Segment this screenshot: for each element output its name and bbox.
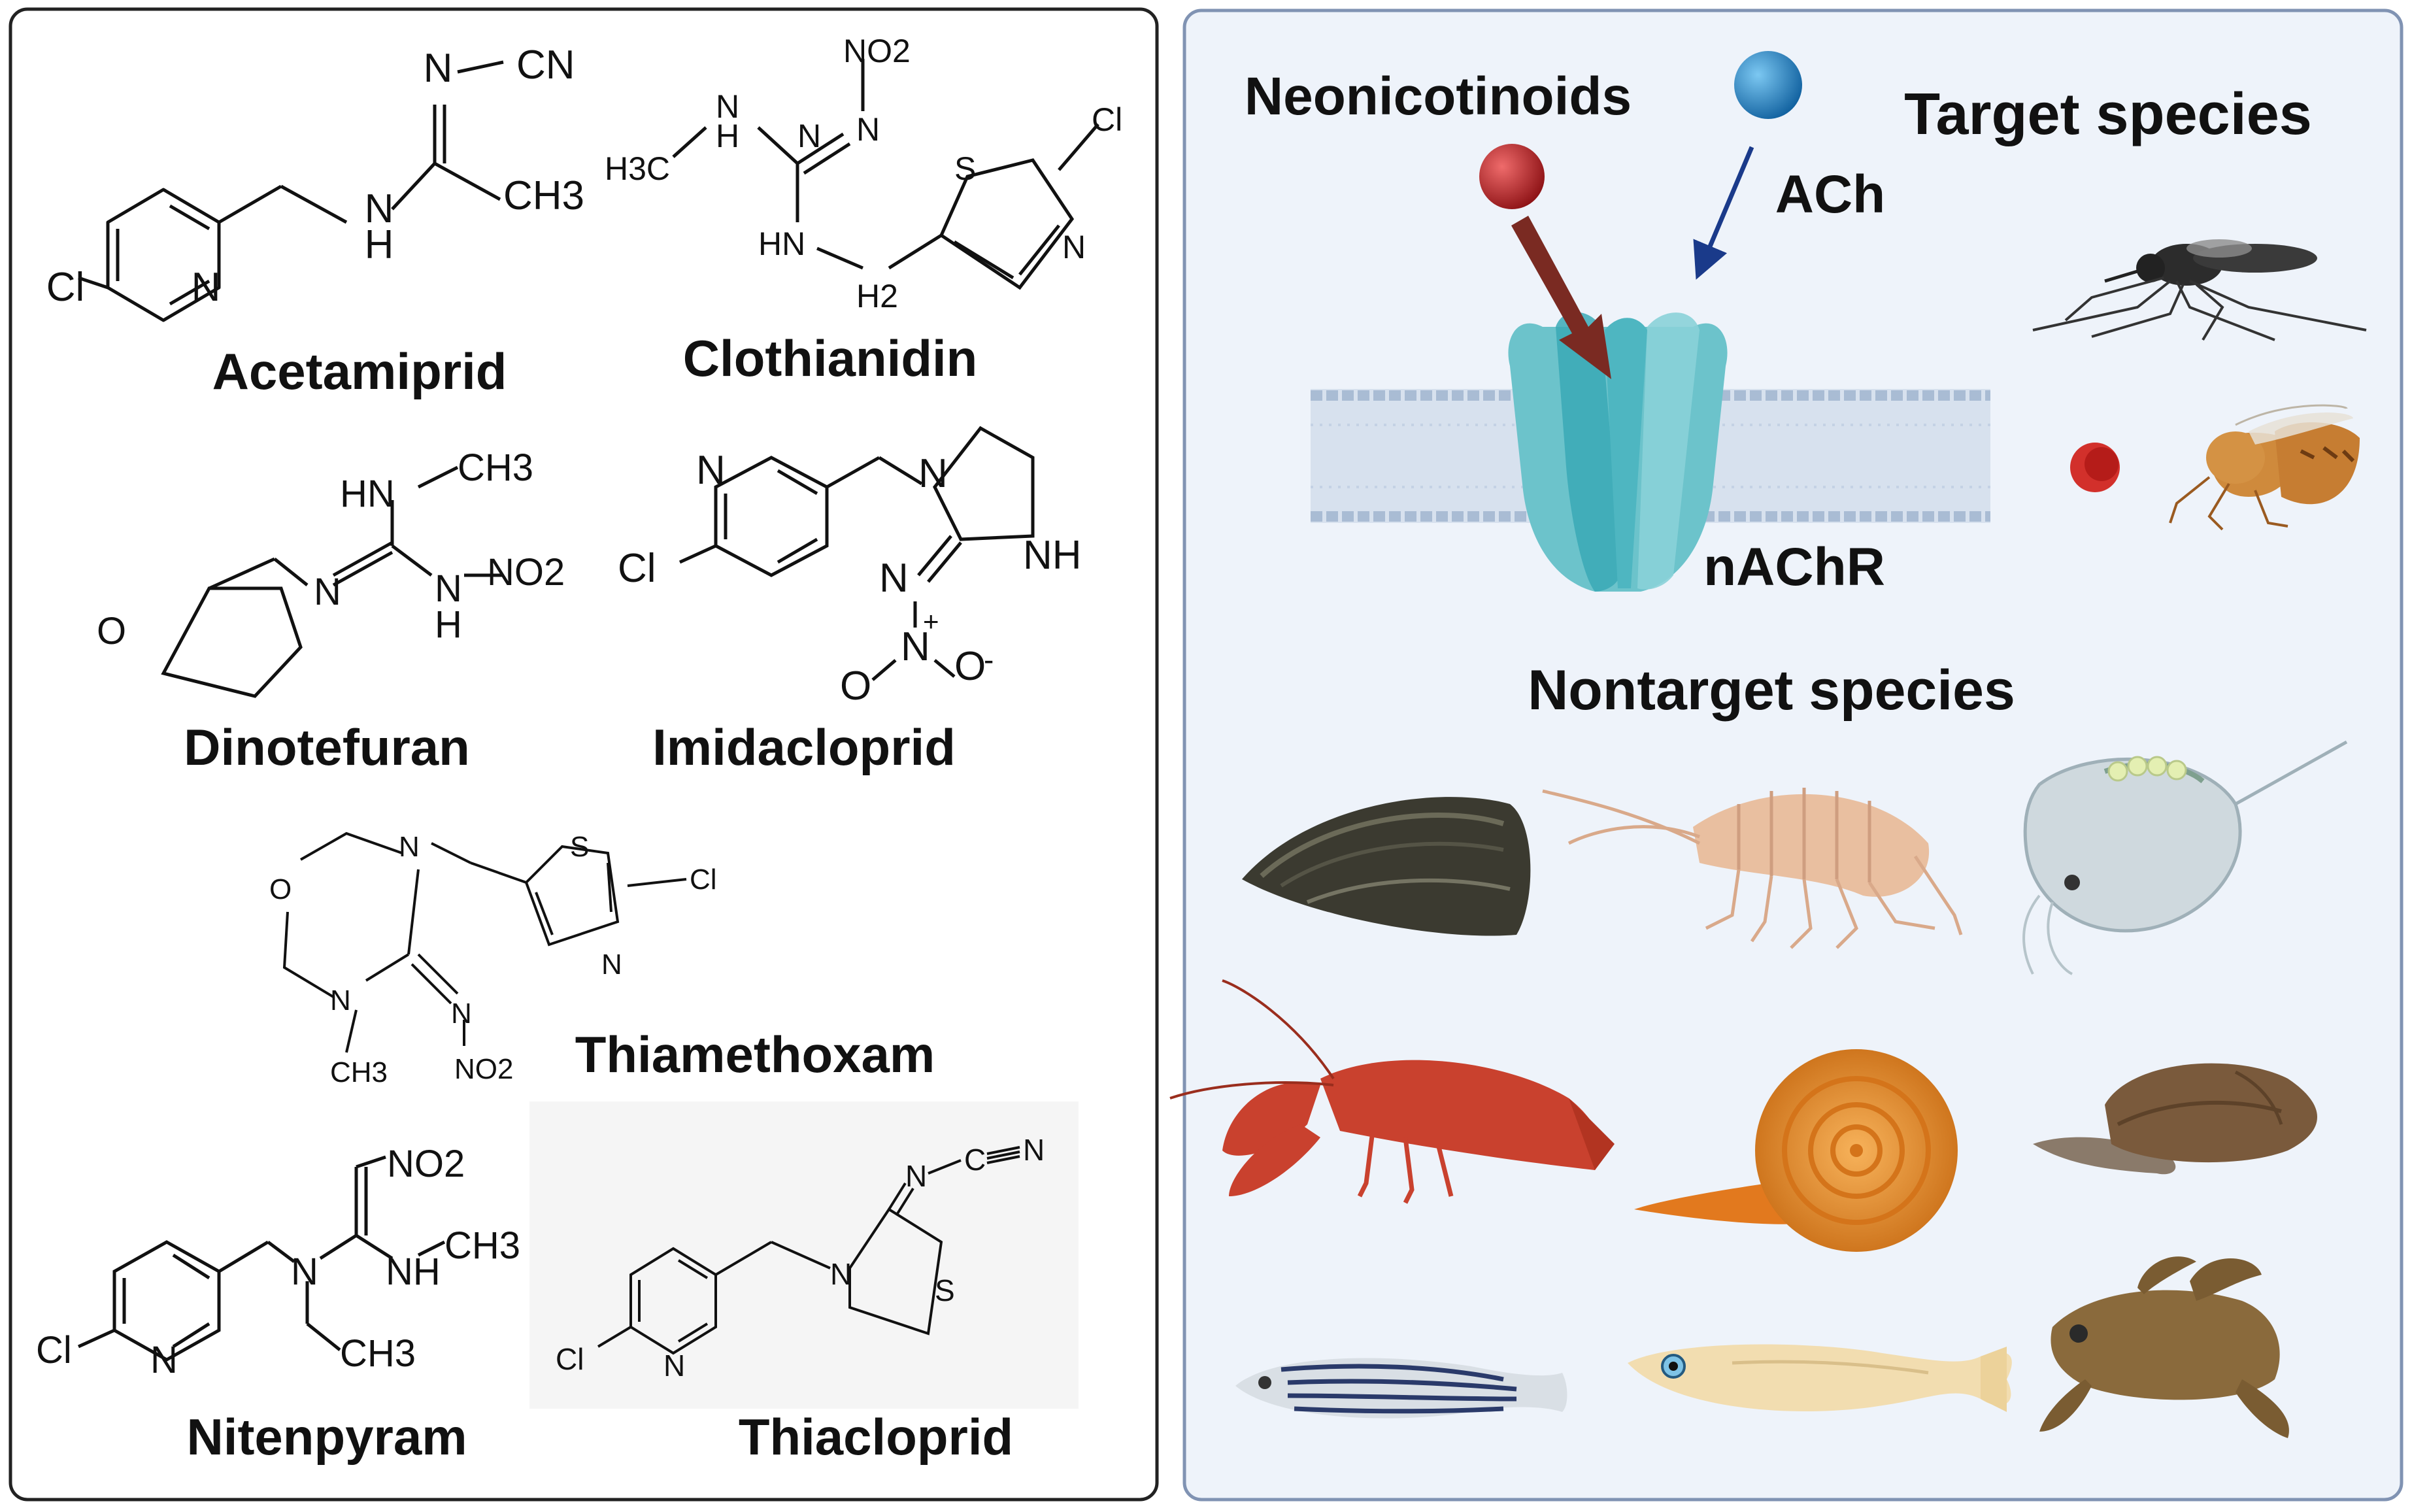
thiacloprid-atom: S [935, 1273, 955, 1307]
acetamiprid-atom: N [192, 265, 221, 310]
dinotefuran-atom: NO2 [487, 551, 565, 594]
thiacloprid-atom: N [905, 1159, 927, 1193]
dinotefuran-atom: N [314, 571, 341, 613]
nitenpyram-atom: CH3 [444, 1224, 520, 1267]
clothianidin-atom: H [716, 118, 739, 154]
clothianidin-atom: N [1062, 229, 1086, 265]
dinotefuran-atom: CH3 [458, 446, 533, 489]
thiamethoxam-atom: S [570, 831, 589, 863]
mussel-icon [1242, 797, 1531, 936]
nontarget-species-heading: Nontarget species [1528, 659, 2015, 722]
dinotefuran-structure [161, 465, 503, 698]
thiacloprid-box [529, 1101, 1079, 1409]
fruit-fly-icon [2070, 404, 2360, 531]
clothianidin-atom: NO2 [843, 33, 911, 69]
compound-name: Dinotefuran [184, 718, 470, 776]
zebrafish-icon [1235, 1358, 1567, 1419]
thiamethoxam-atom: N [601, 949, 622, 981]
thiamethoxam-atom: N [330, 984, 351, 1016]
nitenpyram-atom: NH [386, 1251, 441, 1293]
daphnia-icon [2022, 740, 2348, 975]
mosquito-icon [2032, 239, 2367, 341]
thiamethoxam-structure [282, 832, 687, 1053]
dinotefuran-atom: N [435, 567, 462, 610]
thiamethoxam-atom: CH3 [330, 1056, 388, 1088]
imidacloprid-atom: - [984, 643, 994, 677]
acetamiprid-atom: CH3 [503, 173, 584, 218]
clothianidin-structure [672, 59, 1099, 290]
acetamiprid-atom: H [365, 222, 394, 267]
imidacloprid-atom: N [918, 451, 948, 496]
dinotefuran-atom: HN [340, 473, 395, 515]
clothianidin-atom: N [716, 88, 739, 125]
dinotefuran-atom: O [97, 610, 126, 652]
neonicotinoid-molecule-icon [1479, 144, 1545, 209]
compound-name: Clothianidin [683, 329, 978, 387]
nitenpyram-structure [77, 1155, 446, 1362]
clothianidin-atom: Cl [1092, 101, 1122, 138]
acetamiprid-atom: CN [516, 42, 575, 88]
thiamethoxam-atom: O [269, 873, 292, 905]
compound-name: Thiamethoxam [575, 1026, 935, 1083]
thiacloprid-atom: Cl [556, 1342, 584, 1376]
frog-icon [2039, 1256, 2289, 1438]
target-species-heading: Target species [1904, 82, 2312, 147]
imidacloprid-atom: Cl [618, 546, 656, 591]
nitenpyram-atom: Cl [36, 1329, 72, 1371]
thiamethoxam-atom: N [451, 998, 472, 1030]
imidacloprid-atom: N [901, 624, 930, 669]
medaka-icon [1628, 1344, 2012, 1412]
receptor-label: nAChR [1703, 537, 1885, 597]
nitenpyram-atom: N [291, 1251, 318, 1293]
thiamethoxam-atom: Cl [690, 864, 717, 896]
imidacloprid-atom: NH [1023, 533, 1082, 578]
clothianidin-atom: N [797, 118, 821, 154]
compound-name: Thiacloprid [739, 1408, 1013, 1466]
ach-arrow [1693, 146, 1754, 280]
thiacloprid-structure [597, 1146, 1020, 1355]
ramshorn-snail-icon [1634, 1049, 1958, 1252]
compound-name: Acetamiprid [212, 343, 507, 400]
acetamiprid-atom: Cl [46, 265, 85, 310]
imidacloprid-atom: O [840, 664, 871, 709]
clothianidin-atom: H2 [856, 278, 898, 314]
crayfish-icon [1169, 979, 1615, 1204]
imidacloprid-structure [678, 426, 1035, 681]
imidacloprid-atom: N [879, 556, 909, 601]
thiacloprid-atom: C [964, 1143, 986, 1177]
clothianidin-atom: N [856, 111, 880, 148]
thiacloprid-atom: N [830, 1257, 852, 1291]
clothianidin-atom: H3C [605, 150, 670, 187]
imidacloprid-atom: N [696, 448, 726, 493]
nitenpyram-atom: CH3 [340, 1332, 416, 1375]
ach-molecule-icon [1734, 51, 1802, 119]
thiamethoxam-atom: NO2 [454, 1053, 513, 1085]
compound-name: Imidacloprid [652, 718, 956, 776]
compound-name: Nitenpyram [186, 1408, 467, 1466]
thiacloprid-atom: N [663, 1349, 685, 1383]
amphipod-icon [1542, 788, 1963, 949]
acetamiprid-atom: N [424, 46, 453, 91]
neonicotinoids-label: Neonicotinoids [1245, 67, 1632, 126]
thiamethoxam-atom: N [399, 831, 420, 863]
clothianidin-atom: HN [758, 226, 805, 262]
imidacloprid-atom: + [923, 606, 939, 637]
pond-snail-icon [2033, 1063, 2317, 1175]
thiacloprid-atom: N [1023, 1133, 1045, 1167]
nitenpyram-atom: NO2 [387, 1143, 465, 1185]
acetamiprid-atom: N [365, 186, 394, 231]
imidacloprid-atom: O [954, 644, 986, 689]
ach-label: ACh [1775, 165, 1886, 224]
nachr-receptor [1508, 312, 1728, 592]
nitenpyram-atom: N [150, 1339, 178, 1381]
clothianidin-atom: S [954, 150, 976, 187]
dinotefuran-atom: H [435, 603, 462, 646]
acetamiprid-structure [78, 60, 504, 322]
neonicotinoid-arrow [1511, 216, 1611, 379]
